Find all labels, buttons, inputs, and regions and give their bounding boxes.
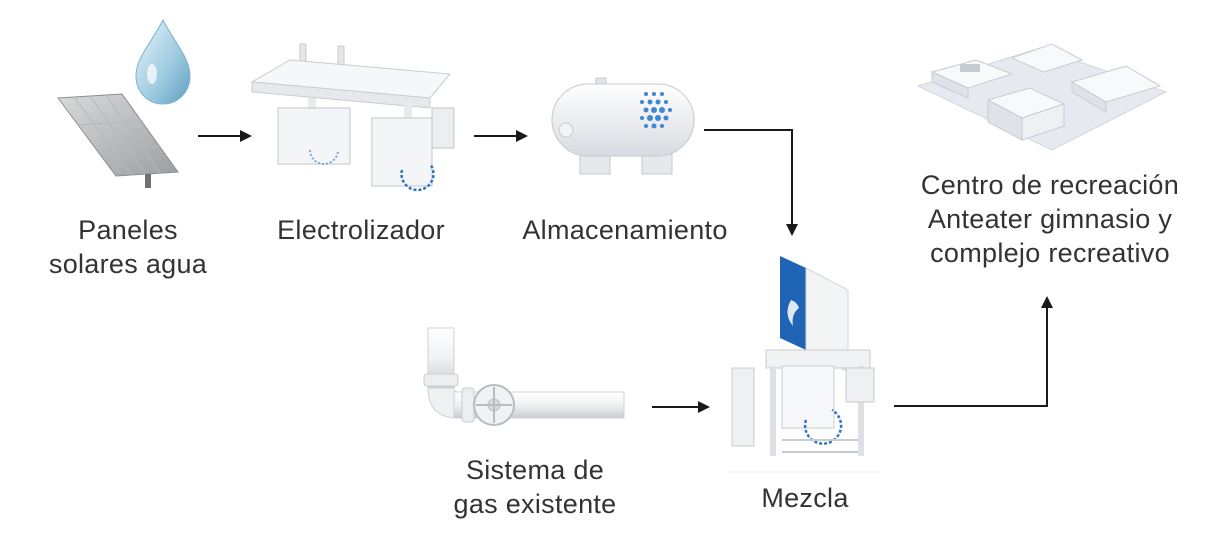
label-center-line-1: Centro de recreación [920,170,1180,200]
hydrogen-tank-icon [551,77,695,175]
label-gas-line-1: Sistema de [465,455,605,485]
solar-panel-water-drop-icon [57,18,191,188]
label-gas-line-2: gas existente [453,489,617,519]
label-mix-line-1: Mezcla [761,483,849,513]
arrow-mix-to-center [894,296,1053,407]
label-solar: Paneles solares agua [28,213,228,281]
label-mix: Mezcla [730,480,880,516]
electrolyzer-icon [250,43,455,192]
flow-arrows [198,129,1053,413]
arrow-storage-to-mix [704,129,798,236]
label-electrolyzer: Electrolizador [250,212,472,248]
recreation-center-buildings-icon [916,43,1168,151]
label-center: Centro de recreación Anteater gimnasio y… [890,168,1210,270]
label-solar-line-1: Paneles [78,215,178,245]
gas-pipe-valve-icon [423,327,625,426]
mixing-unit-icon [728,256,880,473]
label-electrolyzer-line-1: Electrolizador [277,215,445,245]
label-center-line-2: Anteater gimnasio y [927,204,1173,234]
label-center-line-3: complejo recreativo [930,238,1170,268]
label-storage-line-1: Almacenamiento [522,215,728,245]
label-solar-line-2: solares agua [48,249,208,279]
label-storage: Almacenamiento [500,212,750,248]
label-gas: Sistema de gas existente [430,453,640,521]
